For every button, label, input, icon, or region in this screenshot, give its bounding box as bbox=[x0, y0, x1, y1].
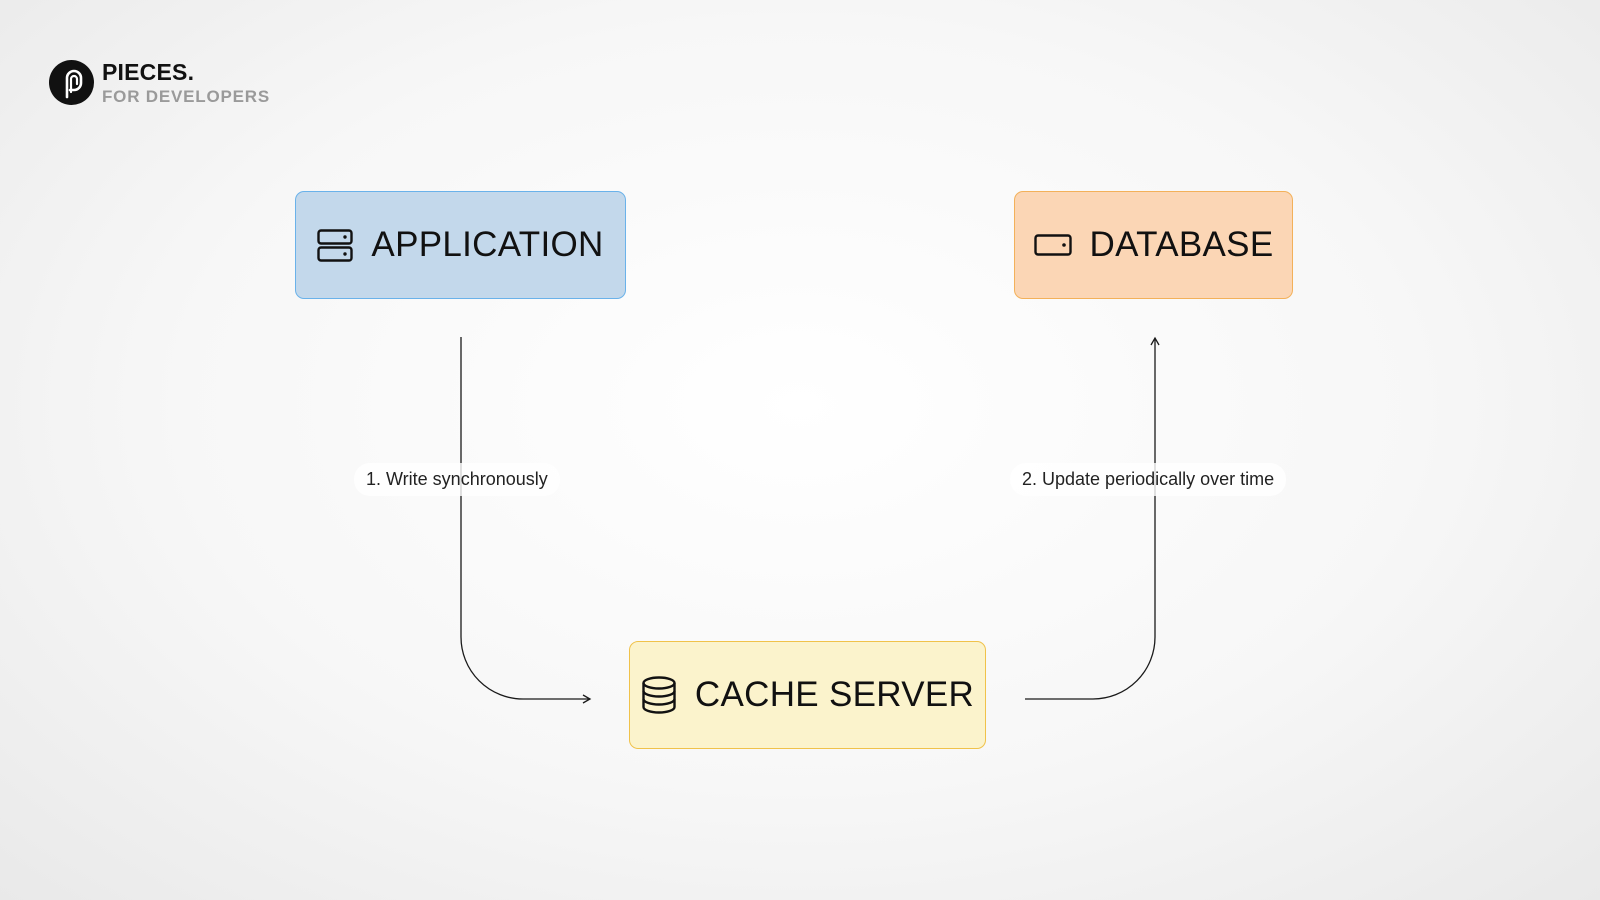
node-application: APPLICATION bbox=[295, 191, 626, 299]
brand-logo: PIECES. FOR DEVELOPERS bbox=[49, 60, 270, 105]
edge-label-write: 1. Write synchronously bbox=[354, 463, 560, 496]
node-database-label: DATABASE bbox=[1089, 225, 1274, 264]
edge-app-to-cache bbox=[460, 337, 592, 704]
edge-cache-to-db bbox=[1025, 336, 1160, 700]
edge-label-update: 2. Update periodically over time bbox=[1010, 463, 1287, 496]
hard-drive-icon bbox=[1033, 234, 1072, 256]
node-database: DATABASE bbox=[1014, 191, 1293, 299]
node-cache-server-label: CACHE SERVER bbox=[694, 675, 975, 714]
node-application-label: APPLICATION bbox=[371, 225, 604, 264]
brand-tagline: FOR DEVELOPERS bbox=[102, 86, 271, 106]
database-stack-icon bbox=[642, 676, 676, 714]
server-icon bbox=[317, 228, 354, 262]
node-cache-server: CACHE SERVER bbox=[629, 641, 986, 749]
pieces-logo-icon bbox=[49, 60, 94, 105]
brand-name: PIECES. bbox=[102, 58, 195, 85]
